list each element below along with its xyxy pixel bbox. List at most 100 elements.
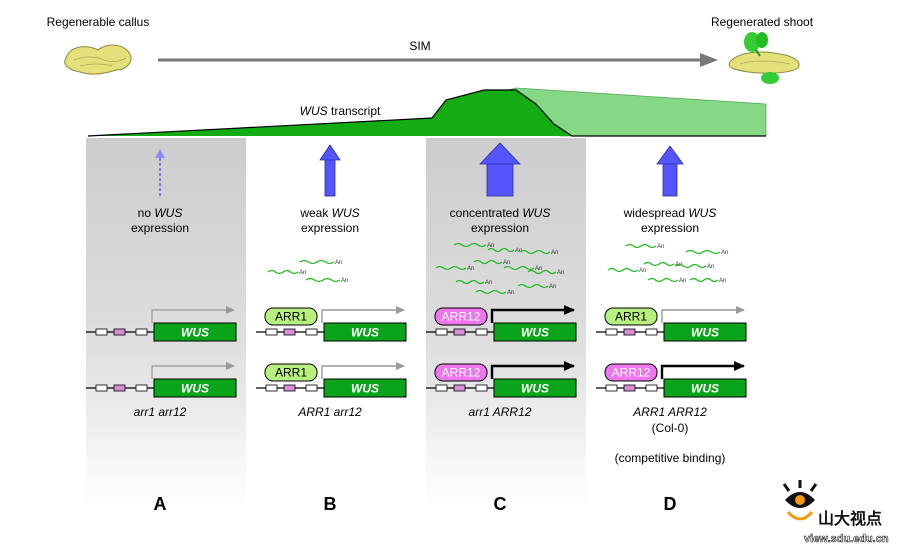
cis-element	[453, 328, 466, 336]
mrna-icon: An	[607, 267, 646, 274]
cis-element	[435, 328, 448, 336]
cis-element	[623, 328, 636, 336]
mrna-tail: An	[657, 244, 664, 250]
blue-arrow-head	[656, 145, 684, 165]
mrna-tail: An	[535, 266, 542, 272]
mrna-icon: An	[503, 265, 542, 272]
panel-a: no WUS expression arr1 arr12 A	[131, 149, 189, 514]
arr12-protein	[604, 363, 658, 382]
construct-layer: WUSWUSWUSARR1WUSARR1WUSARR12WUSARR12WUSA…	[86, 305, 747, 398]
eye-logo-icon	[782, 480, 818, 521]
cis-element	[645, 328, 658, 336]
watermark: 山大视点 view.sdu.edu.cn	[782, 480, 889, 545]
regulator-label: ARR12	[442, 310, 481, 324]
cis-element	[265, 328, 278, 336]
dashed-arrow-head	[155, 149, 165, 158]
cis-element	[135, 328, 148, 336]
mrna-tail: An	[485, 280, 492, 286]
mrna-icon: An	[305, 277, 348, 284]
wus-gene-box	[663, 322, 747, 342]
sim-arrow-head	[700, 53, 718, 67]
panel-c: concentrated WUS expression arr1 ARR12 C	[450, 142, 551, 514]
mrna-icon: An	[519, 249, 558, 256]
panel-d: widespread WUS expression ARR1 ARR12 (Co…	[615, 145, 725, 514]
mrna-icon: An	[455, 279, 492, 286]
panel-a-letter: A	[154, 494, 167, 514]
mrna-icon: An	[473, 259, 510, 266]
transcription-arrow	[490, 305, 575, 323]
arr1-protein	[264, 363, 318, 382]
regulator-label: ARR12	[442, 366, 481, 380]
wus-gene-box	[493, 322, 577, 342]
promoter-construct: WUS	[86, 306, 237, 342]
blue-arrow-head	[319, 144, 341, 161]
large-blue-arrow-head	[479, 142, 521, 165]
panel-d-expression-line2: expression	[641, 221, 699, 235]
mrna-icon: An	[267, 269, 306, 276]
blue-arrow-shaft	[324, 157, 336, 197]
cis-element	[113, 384, 126, 392]
cis-element	[265, 384, 278, 392]
regulator-label: ARR12	[612, 366, 651, 380]
cis-element	[95, 328, 108, 336]
transcript-label: WUS transcript	[300, 104, 381, 118]
mrna-tail: An	[515, 248, 522, 254]
callus-label: Regenerable callus	[47, 15, 150, 29]
panel-b-letter: B	[324, 494, 337, 514]
watermark-chinese: 山大视点	[818, 509, 882, 528]
promoter-construct: WUS	[86, 362, 237, 398]
mrna-icon: An	[527, 269, 564, 276]
wus-gene-label: WUS	[181, 326, 209, 340]
wus-gene-label: WUS	[521, 382, 549, 396]
regulator-label: ARR1	[615, 310, 647, 324]
cis-element	[283, 328, 296, 336]
mrna-icon: An	[487, 247, 522, 254]
cis-element	[453, 384, 466, 392]
shoot-label: Regenerated shoot	[711, 15, 814, 29]
panel-c-expression-line2: expression	[471, 221, 529, 235]
transcription-arrow	[490, 361, 575, 379]
mrna-icon: An	[689, 277, 726, 284]
cis-element	[605, 384, 618, 392]
wus-gene-label: WUS	[181, 382, 209, 396]
mrna-tail: An	[341, 278, 348, 284]
mrna-icon: An	[647, 277, 686, 284]
panel-c-genotype: arr1 ARR12	[469, 405, 532, 419]
mrna-tail: An	[679, 278, 686, 284]
transcript-dark-area	[88, 90, 572, 136]
blue-arrow-shaft	[662, 161, 678, 197]
panel-c-expression: concentrated WUS	[450, 206, 551, 220]
panel-d-genotype-sub: (Col-0)	[652, 421, 689, 435]
cis-element	[605, 328, 618, 336]
promoter-construct: WUS ARR12	[426, 361, 577, 398]
cis-element	[305, 384, 318, 392]
cis-element	[475, 328, 488, 336]
shoot-illustration	[728, 32, 800, 84]
mrna-icon: An	[675, 263, 714, 270]
wus-gene-box	[323, 378, 407, 398]
panel-a-expression-line2: expression	[131, 221, 189, 235]
mrna-tail: An	[507, 290, 514, 296]
transcription-arrow	[151, 306, 235, 323]
mrna-tail: An	[551, 250, 558, 256]
large-blue-arrow-shaft	[486, 161, 514, 197]
panel-a-genotype: arr1 arr12	[134, 405, 187, 419]
arr1-protein	[604, 307, 658, 326]
mrna-icon: An	[475, 289, 514, 296]
wus-gene-box	[493, 378, 577, 398]
wus-gene-label: WUS	[691, 382, 719, 396]
mrna-icon: An	[625, 243, 664, 250]
arr1-protein	[264, 307, 318, 326]
sim-label: SIM	[409, 39, 430, 53]
panel-b-expression-line2: expression	[301, 221, 359, 235]
arr12-protein	[434, 307, 488, 326]
mrna-tail: An	[299, 270, 306, 276]
transcript-profile-outline	[87, 89, 766, 137]
panel-d-expression: widespread WUS	[623, 206, 717, 220]
regulator-label: ARR1	[275, 366, 307, 380]
mrna-tail: An	[487, 243, 494, 249]
